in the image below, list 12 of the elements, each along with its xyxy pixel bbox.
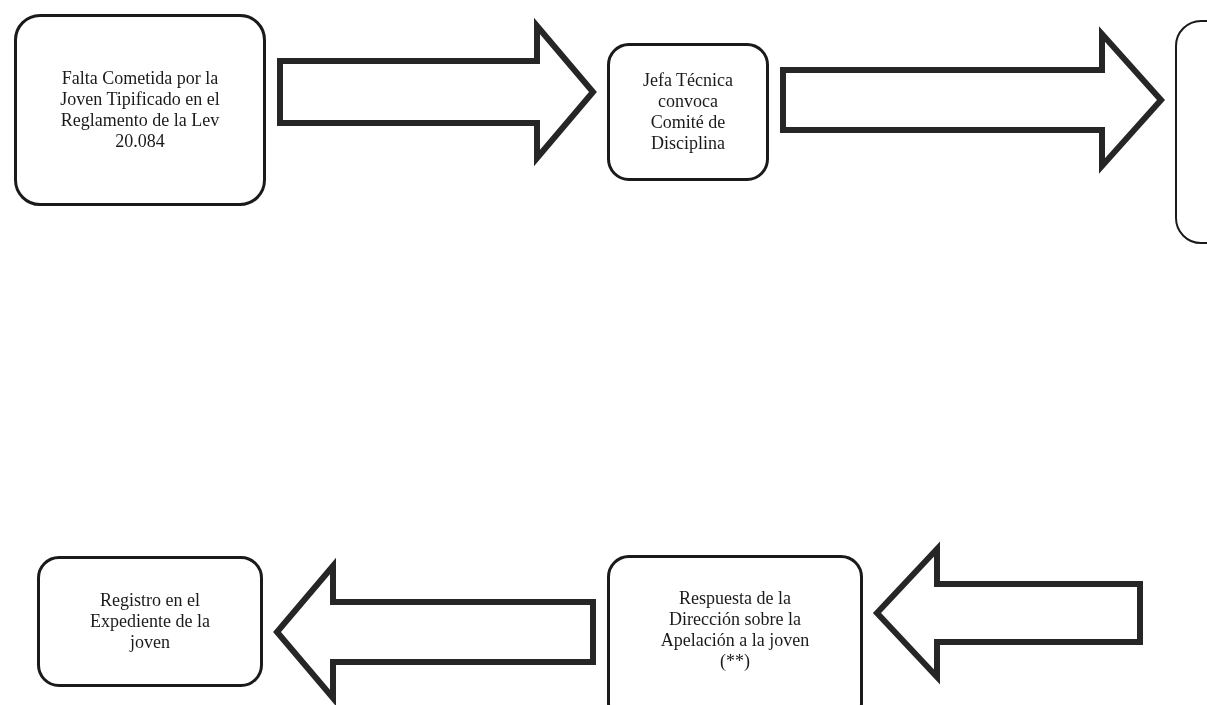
box-text: Respuesta de la Dirección sobre la Apelación a la joven (**) bbox=[659, 588, 811, 672]
block-arrow bbox=[273, 557, 596, 705]
process-box bbox=[37, 556, 263, 687]
box-text: Falta Cometida por la Joven Tipificado en el Reglamento de la Lev 20.084 bbox=[59, 68, 221, 152]
process-box bbox=[607, 43, 769, 181]
process-box bbox=[607, 555, 863, 705]
box-text: Jefa Técnica convoca Comité de Disciplina bbox=[641, 70, 735, 154]
block-arrow bbox=[872, 541, 1143, 685]
block-arrow bbox=[277, 17, 597, 167]
block-arrow bbox=[780, 26, 1166, 174]
process-box bbox=[14, 14, 266, 206]
box-text: Registro en el Expediente de la joven bbox=[89, 590, 211, 653]
